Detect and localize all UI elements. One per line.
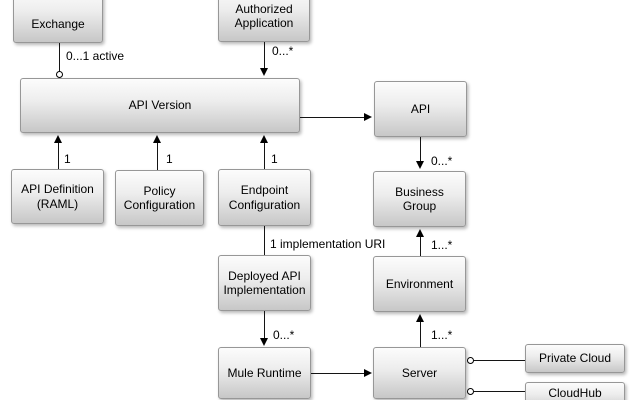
- node-api-label: API: [410, 101, 431, 116]
- edge-policy-configuration-api-version-label: 1: [166, 152, 173, 166]
- node-authorized-application-label: Authorized Application: [234, 1, 294, 30]
- node-server: Server: [373, 347, 466, 399]
- node-private-cloud-label: Private Cloud: [538, 351, 612, 366]
- edge-endpoint-configuration-deployed-api-label: 1 implementation URI: [270, 237, 386, 251]
- edge-server-cloudhub-circle-icon: [467, 388, 474, 395]
- node-cloudhub: CloudHub: [525, 382, 625, 400]
- node-endpoint-configuration: Endpoint Configuration: [218, 169, 311, 226]
- edge-api-version-api-arrowhead-icon: [364, 113, 372, 121]
- node-policy-configuration: Policy Configuration: [115, 170, 204, 226]
- edge-server-environment-label: 1...*: [431, 328, 453, 342]
- edge-policy-configuration-api-version-arrowhead-icon: [153, 135, 161, 143]
- edge-deployed-api-mule-runtime-label: 0...*: [273, 328, 295, 342]
- edge-deployed-api-mule-runtime-arrowhead-icon: [260, 338, 268, 346]
- node-endpoint-configuration-label: Endpoint Configuration: [228, 183, 301, 212]
- node-api: API: [374, 81, 467, 137]
- edge-exchange-api-version-circle-icon: [56, 71, 63, 78]
- node-deployed-api-implementation-label: Deployed API Implementation: [223, 268, 306, 297]
- node-api-definition: API Definition (RAML): [11, 169, 104, 224]
- edge-mule-runtime-server-arrowhead-icon: [364, 369, 372, 377]
- edge-endpoint-configuration-api-version-label: 1: [271, 152, 278, 166]
- node-environment: Environment: [373, 256, 466, 312]
- edge-authorized-application-api-version-line: [264, 42, 265, 69]
- node-mule-runtime: Mule Runtime: [218, 347, 311, 399]
- edge-api-business-group-line: [420, 137, 421, 162]
- node-api-version-label: API Version: [128, 98, 192, 113]
- edge-api-version-api-line: [300, 117, 364, 118]
- edge-deployed-api-mule-runtime-line: [264, 311, 265, 339]
- node-business-group: Business Group: [373, 171, 466, 227]
- edge-endpoint-configuration-api-version-arrowhead-icon: [260, 135, 268, 143]
- edge-environment-business-group-line: [420, 236, 421, 256]
- node-deployed-api-implementation: Deployed API Implementation: [218, 255, 311, 311]
- edge-environment-business-group-arrowhead-icon: [416, 229, 424, 237]
- edge-server-cloudhub-line: [474, 391, 525, 392]
- edge-exchange-api-version-label: 0...1 active: [66, 49, 125, 63]
- node-business-group-label: Business Group: [395, 184, 444, 213]
- node-cloudhub-label: CloudHub: [548, 386, 602, 400]
- node-api-definition-label: API Definition (RAML): [21, 182, 94, 211]
- node-environment-label: Environment: [385, 276, 454, 291]
- edge-policy-configuration-api-version-line: [157, 142, 158, 170]
- node-private-cloud: Private Cloud: [525, 344, 625, 373]
- edge-exchange-api-version-line: [59, 43, 60, 71]
- edge-api-definition-api-version-label: 1: [64, 152, 71, 166]
- edge-api-business-group-arrowhead-icon: [416, 161, 424, 169]
- edge-authorized-application-api-version-arrowhead-icon: [260, 68, 268, 76]
- node-authorized-application: Authorized Application: [218, 0, 310, 42]
- node-mule-runtime-label: Mule Runtime: [227, 365, 302, 380]
- node-exchange: Exchange: [13, 0, 103, 43]
- edge-server-private-cloud-circle-icon: [467, 357, 474, 364]
- edge-server-environment-arrowhead-icon: [416, 314, 424, 322]
- edge-endpoint-configuration-deployed-api-line: [264, 226, 265, 255]
- node-policy-configuration-label: Policy Configuration: [123, 183, 196, 212]
- edge-api-definition-api-version-arrowhead-icon: [54, 135, 62, 143]
- edge-authorized-application-api-version-label: 0...*: [272, 44, 294, 58]
- edge-environment-business-group-label: 1...*: [431, 238, 453, 252]
- node-exchange-label: Exchange: [31, 17, 85, 32]
- edge-server-private-cloud-line: [474, 360, 525, 361]
- edge-mule-runtime-server-line: [311, 373, 364, 374]
- edge-api-business-group-label: 0...*: [431, 154, 453, 168]
- edge-endpoint-configuration-api-version-line: [264, 142, 265, 169]
- edge-server-environment-line: [420, 321, 421, 347]
- edge-api-definition-api-version-line: [58, 142, 59, 169]
- node-api-version: API Version: [20, 78, 300, 133]
- node-server-label: Server: [401, 365, 438, 380]
